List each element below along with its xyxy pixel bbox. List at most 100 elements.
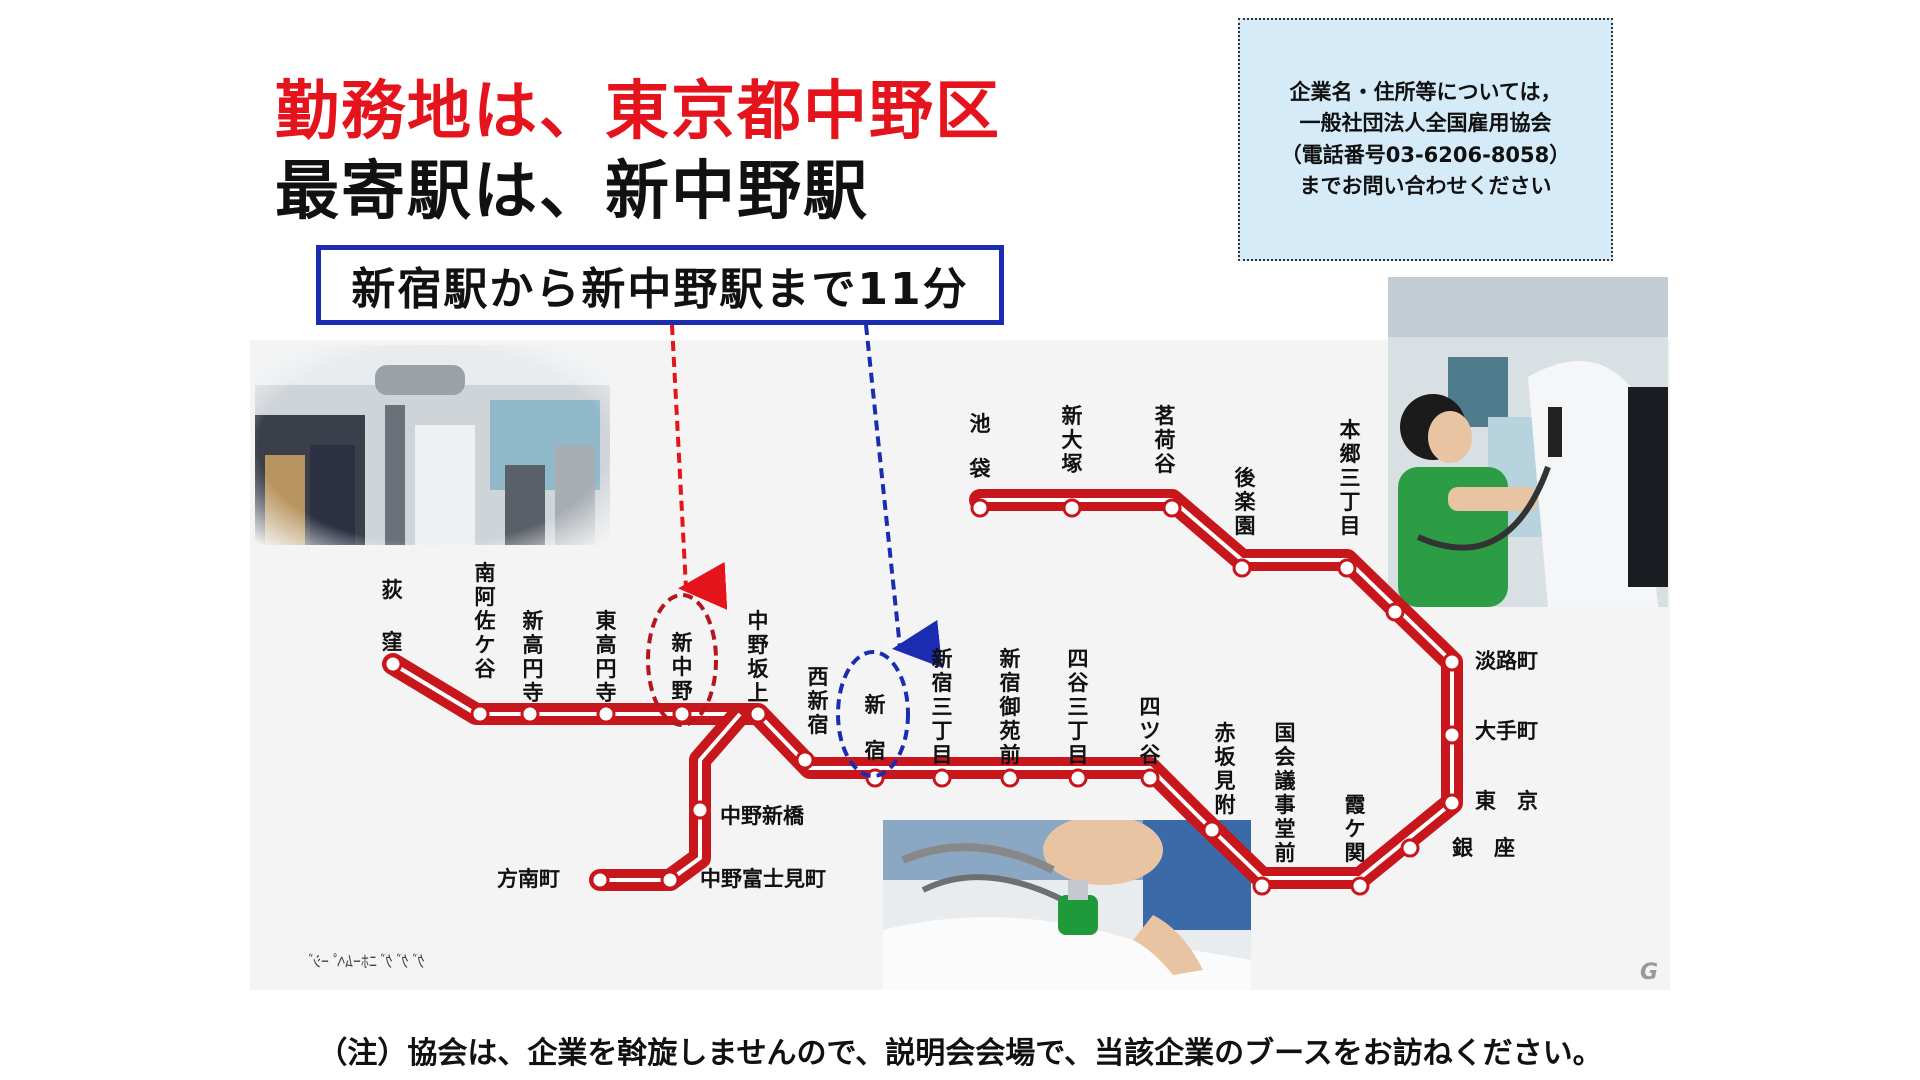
station-label: 袋 [969,457,992,481]
station-label: 丁 [1340,491,1361,514]
station-label: 円 [523,658,544,681]
station-label: 三 [932,696,953,719]
station-label: 谷 [1140,744,1162,767]
station-label: 東 京 [1475,789,1538,813]
station-label: 新 [1000,647,1021,671]
station-label: 新 [932,647,953,671]
station-label: 御 [999,695,1021,719]
station-label: ケ [1345,818,1366,841]
station-label: 前 [1275,841,1296,865]
station-label: 銀 座 [1452,836,1515,860]
station-label: 池 [970,413,991,436]
station-label: 荷 [1155,428,1176,452]
arrow-to-shinjuku [864,324,943,668]
station-label: 谷 [1068,672,1090,695]
station-label: 新 [523,609,544,633]
station-label: 新 [1062,404,1083,428]
station-label: 中野新橋 [720,804,805,828]
station-label: 坂 [1215,746,1237,769]
mirrored-caption: ｸﾞｸﾞｸﾞﾆﾎｰﾑﾍﾟｰｼﾞ [305,952,426,971]
station-label: 附 [1215,794,1236,817]
station-label: 寺 [596,681,617,705]
station-label: 南 [475,561,496,585]
station-label: 茗 [1155,404,1176,428]
station-label: 丁 [932,720,953,743]
station-label: 塚 [1062,453,1083,476]
station-label: 高 [523,633,544,657]
station-label: 野 [748,634,769,657]
station-label: 野 [672,680,693,703]
station-label: 宿 [865,739,886,763]
station-label: 佐 [474,609,496,633]
station-label: 寺 [523,681,544,705]
station-label: 上 [748,682,769,705]
workplace-heading: 勤務地は、東京都中野区 [275,75,1001,149]
station-label: 楽 [1235,490,1257,514]
station-label: 方南町 [497,867,560,891]
station-label: 目 [1068,744,1089,767]
travel-time-box: 新宿駅から新中野駅まで11分 [316,245,1004,325]
station-label: 新 [672,631,693,655]
station-label: 新 [865,693,886,717]
station-label: 後 [1235,466,1257,490]
station-label: 事 [1275,793,1296,817]
station-label: 三 [1068,696,1089,719]
station-label: 国 [1275,722,1296,745]
station-label: 中 [748,610,769,633]
contact-line: 一般社団法人全国雇用協会 [1299,111,1552,135]
station-label: 宿 [1000,671,1021,695]
station-label: 高 [596,633,617,657]
station-label: 中野富士見町 [700,867,826,891]
contact-line: 企業名・住所等については， [1289,79,1562,104]
contact-info-box: 企業名・住所等については， 一般社団法人全国雇用協会 （電話番号03-6206-… [1238,18,1613,261]
station-label: 中 [672,656,693,679]
station-label: 大 [1062,429,1083,452]
station-label: 見 [1215,770,1236,793]
station-label: 四 [1140,696,1161,719]
station-label: 窪 [382,630,403,654]
station-label: 会 [1275,745,1296,769]
laundry-room-photo [255,345,610,545]
station-label: 苑 [1000,720,1021,743]
shinjuku-highlight [836,650,910,778]
watermark-logo: G [1640,960,1659,985]
station-label: 霞 [1345,794,1367,817]
footer-note: （注）協会は、企業を斡旋しませんので、説明会会場で、当該企業のブースをお訪ねくだ… [317,1036,1603,1071]
new-nakano-highlight [646,593,718,727]
station-label: 宿 [932,671,953,695]
station-label: ケ [475,634,496,657]
ironing-worker-photo [1388,277,1668,607]
station-label: 坂 [748,658,770,681]
station-label: 目 [932,744,953,767]
station-label: 園 [1235,515,1256,538]
station-label: 関 [1345,842,1366,865]
station-label: 目 [1340,515,1361,538]
station-label: 円 [596,658,617,681]
station-label: 淡路町 [1475,649,1538,673]
station-label: 前 [1000,743,1021,767]
arrow-to-new-nakano [670,324,728,610]
steam-press-photo [883,820,1251,990]
station-label: 堂 [1275,817,1296,841]
station-label: 新 [808,689,829,713]
contact-line: （電話番号03-6206-8058） [1280,142,1571,167]
station-label: 大手町 [1475,720,1538,743]
station-label: 西 [808,666,829,689]
nearest-station-heading: 最寄駅は、新中野駅 [275,155,869,229]
station-label: 丁 [1068,720,1089,743]
station-label: 赤 [1215,722,1236,745]
station-label: 東 [596,610,617,633]
station-label: ツ [1140,720,1161,743]
station-label: 阿 [475,586,496,609]
station-label: 谷 [1155,453,1177,476]
station-label: 三 [1340,467,1361,490]
station-label: 宿 [808,713,829,737]
contact-line: までお問い合わせください [1299,174,1552,198]
station-label: 議 [1275,769,1296,793]
station-label: 四 [1068,648,1089,671]
station-label: 本 [1340,419,1361,442]
station-label: 荻 [382,578,403,602]
station-label: 郷 [1340,443,1361,466]
station-label: 谷 [475,658,497,681]
